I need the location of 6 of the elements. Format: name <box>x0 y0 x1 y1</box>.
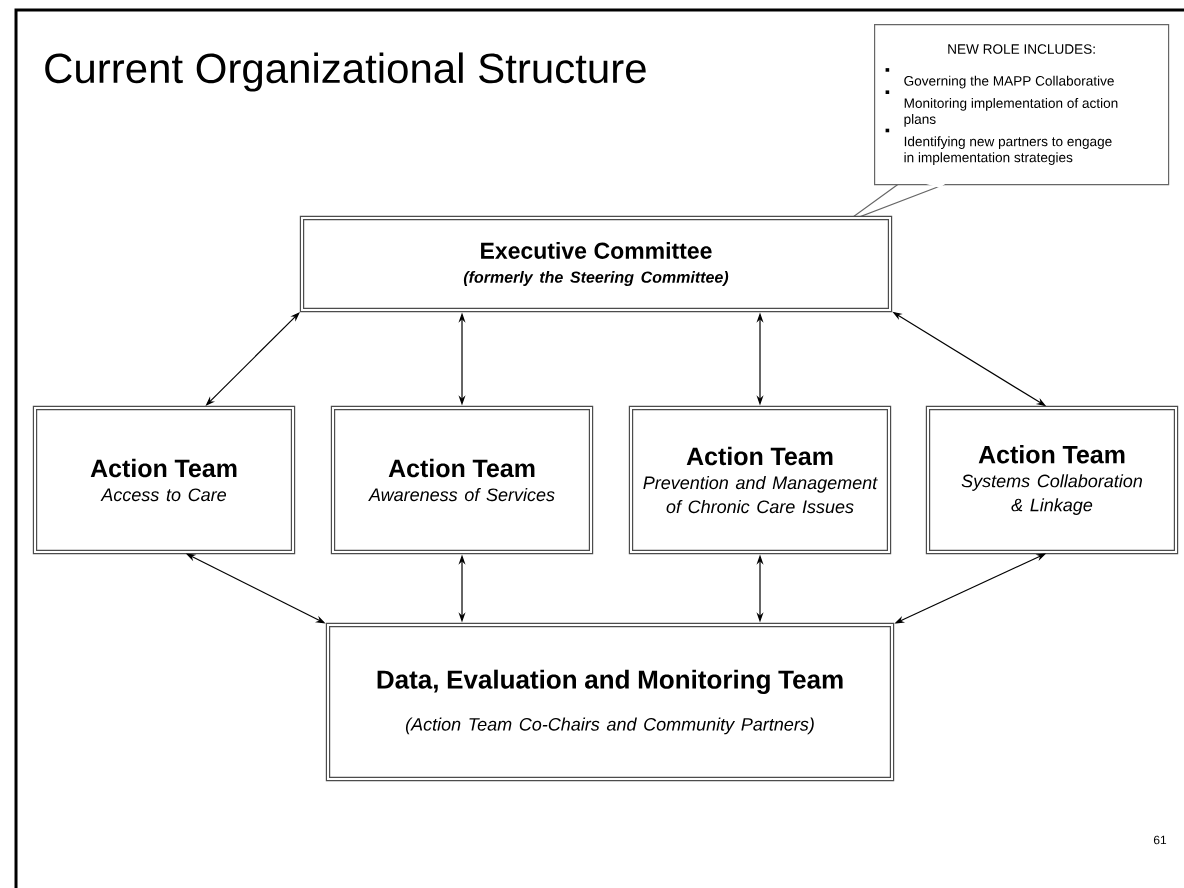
slide-title: Current Organizational Structure <box>45 52 646 92</box>
team-box: Action Team Awareness of Services <box>330 405 594 555</box>
team-box: Action Team Prevention and Management of Chronic Care Issues <box>628 405 892 555</box>
team-box: Action Team Systems Collaboration & Linkage <box>925 405 1179 555</box>
team-box: Data, Evaluation and Monitoring Team (Action Team Co-Chairs and Community Partners) <box>325 622 895 782</box>
team-box: Action Team Access to Care <box>32 405 296 555</box>
